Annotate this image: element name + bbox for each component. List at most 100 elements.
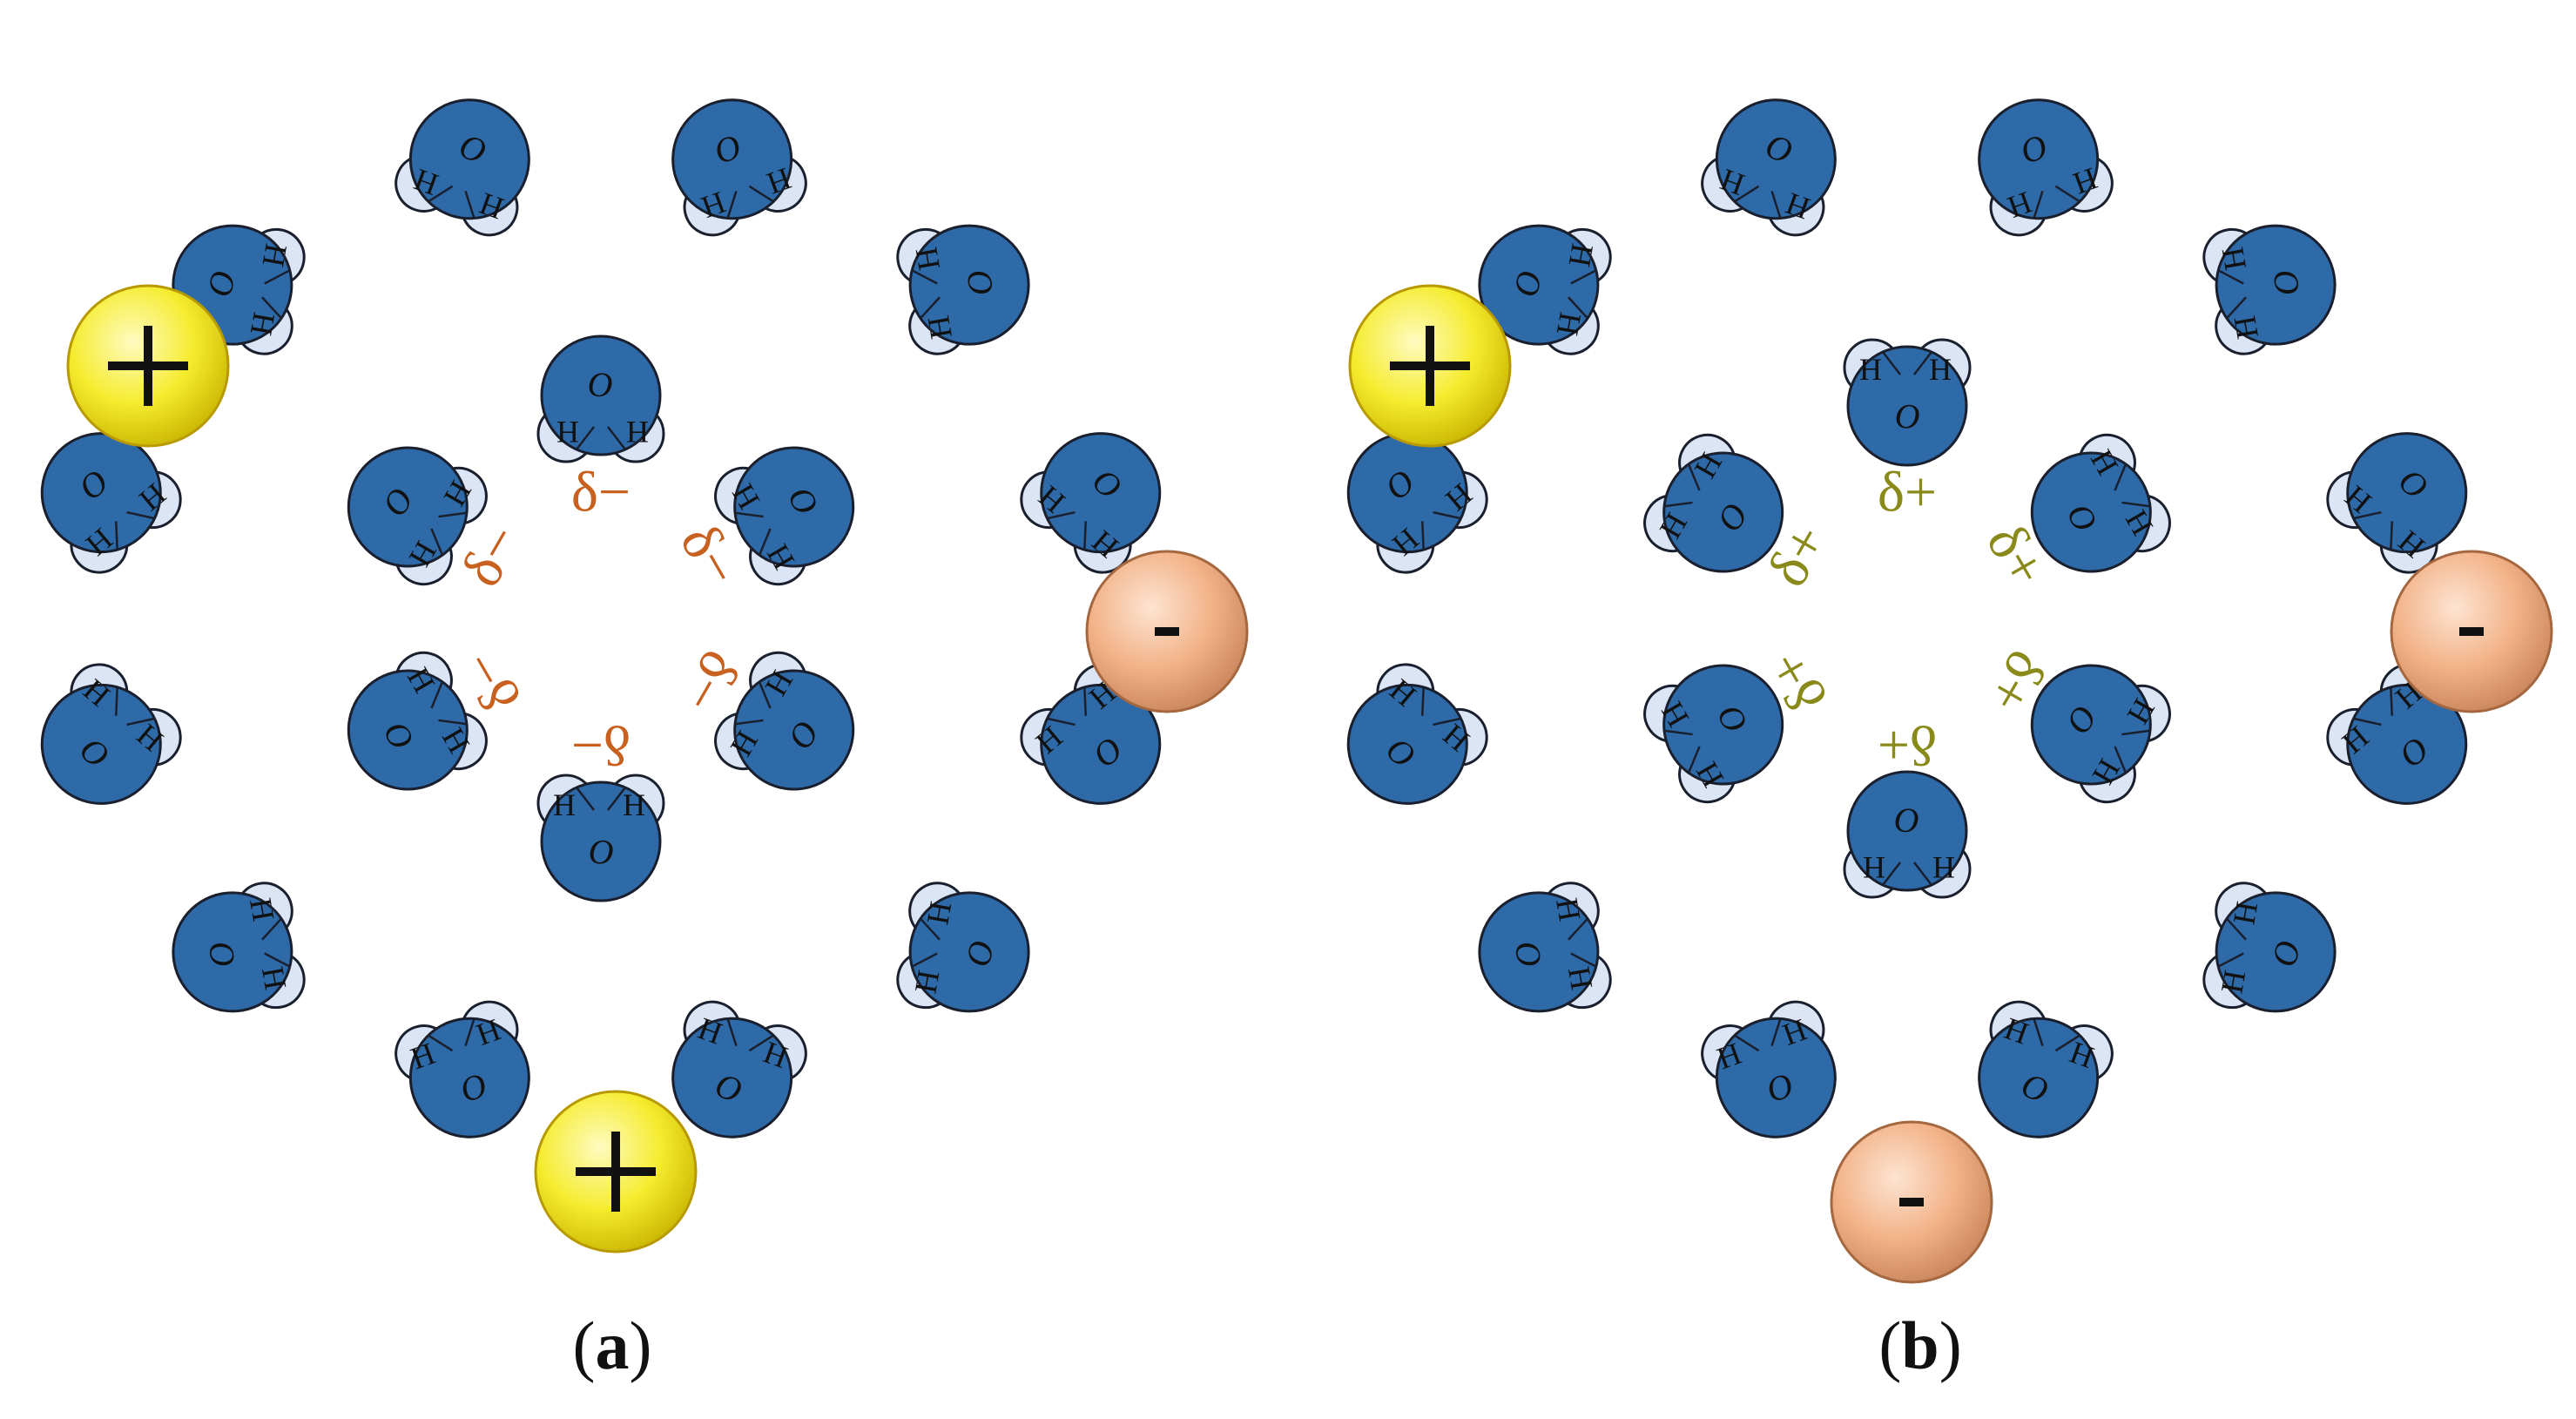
bond-line <box>2217 952 2244 968</box>
hydrogen-label: H <box>623 787 645 822</box>
outer-water-molecule: HHO <box>671 1000 807 1139</box>
bond-line <box>1433 510 1461 520</box>
minus-sign-icon <box>1155 627 1179 636</box>
oxygen-atom <box>540 334 662 456</box>
bond-line <box>1770 1018 1782 1047</box>
hydrogen-label: H <box>1859 352 1882 387</box>
outer-water-molecule: HHO <box>1478 224 1612 355</box>
partial-charge-label: δ− <box>571 461 631 524</box>
oxygen-atom <box>1715 98 1837 220</box>
oxygen-atom <box>1846 345 1968 467</box>
outer-water-molecule: HHO <box>1701 98 1837 237</box>
oxygen-atom <box>1846 770 1968 892</box>
bond-line <box>464 1018 475 1047</box>
hydrogen-label: H <box>1932 850 1955 885</box>
cation-ion <box>1348 284 1512 448</box>
bond-line <box>1047 717 1076 726</box>
bond-line <box>438 511 468 518</box>
bond-line <box>1083 521 1087 551</box>
plus-sign-icon <box>1426 326 1434 406</box>
outer-water-molecule: HHO <box>2202 224 2337 355</box>
oxygen-atom <box>2030 664 2152 786</box>
oxygen-atom <box>733 446 855 568</box>
caption-a-letter: a <box>595 1308 630 1383</box>
outer-water-molecule: HHO <box>1978 98 2114 237</box>
oxygen-atom <box>2215 224 2337 346</box>
bond-line <box>1421 686 1425 716</box>
minus-sign-icon <box>2459 627 2484 636</box>
inner-water-molecule: HHO <box>536 334 665 463</box>
bond-line <box>1687 746 1701 774</box>
bond-line <box>1047 510 1076 520</box>
oxygen-atom <box>671 98 793 220</box>
oxygen-label: O <box>589 366 614 405</box>
hydrogen-label: H <box>1863 850 1885 885</box>
inner-water-molecule: HHO <box>2030 433 2171 573</box>
oxygen-atom <box>2030 451 2152 573</box>
bond-line <box>430 681 444 709</box>
inner-water-molecule: HHO <box>1643 433 1784 573</box>
bond-line <box>1770 190 1782 219</box>
bond-line <box>126 510 155 520</box>
inner-water-molecule: HHO <box>347 651 488 791</box>
bond-line <box>438 719 468 726</box>
oxygen-atom <box>408 98 530 220</box>
oxygen-atom <box>1978 1017 2100 1139</box>
oxygen-atom <box>1040 432 1162 554</box>
outer-water-molecule: HHO <box>896 224 1030 355</box>
bond-line <box>464 190 475 219</box>
caption-b: (b) <box>1790 1307 2051 1385</box>
bond-line <box>1570 269 1597 285</box>
bond-line <box>115 521 118 551</box>
bond-line <box>2033 190 2044 219</box>
bond-line <box>1882 351 1901 375</box>
oxygen-atom <box>408 1017 530 1139</box>
oxygen-atom <box>40 683 162 805</box>
oxygen-atom <box>1346 432 1468 554</box>
caption-b-open: ( <box>1878 1308 1902 1383</box>
bond-line <box>2225 917 2247 941</box>
oxygen-atom <box>2346 432 2468 554</box>
outer-water-molecule: HHO <box>1478 882 1612 1013</box>
oxygen-atom <box>908 224 1030 346</box>
bond-line <box>1433 717 1461 726</box>
bond-line <box>428 185 454 203</box>
bond-line <box>1568 917 1589 941</box>
bond-line <box>1882 862 1901 886</box>
oxygen-atom <box>347 446 469 568</box>
bond-line <box>748 1034 774 1052</box>
bond-line <box>264 269 291 285</box>
anion-ion <box>1085 550 1249 713</box>
oxygen-atom <box>1715 1017 1837 1139</box>
bond-line <box>2114 746 2128 774</box>
bond-line <box>911 269 938 285</box>
bond-line <box>1734 1034 1760 1052</box>
bond-line <box>607 787 626 811</box>
bond-line <box>734 511 764 518</box>
caption-a-open: ( <box>572 1308 596 1383</box>
bond-line <box>430 528 444 556</box>
bond-line <box>2114 463 2128 491</box>
oxygen-atom <box>1478 891 1600 1013</box>
anion-ion <box>2390 550 2553 713</box>
oxygen-label: O <box>1895 801 1920 841</box>
bond-line <box>576 426 595 450</box>
bond-line <box>1083 686 1087 716</box>
oxygen-atom <box>172 891 293 1013</box>
caption-b-close: ) <box>1939 1308 1962 1383</box>
bond-line <box>734 719 764 726</box>
outer-water-molecule: HHO <box>1346 663 1488 805</box>
plus-sign-icon <box>144 326 152 406</box>
bond-line <box>428 1034 454 1052</box>
outer-water-molecule: HHO <box>2326 663 2468 805</box>
oxygen-atom <box>347 669 469 791</box>
bond-line <box>1663 729 1693 736</box>
inner-water-molecule: HHO <box>2030 664 2171 804</box>
oxygen-atom <box>1662 451 1784 573</box>
bond-line <box>264 952 291 968</box>
outer-water-molecule: HHO <box>671 98 807 237</box>
outer-water-molecule: HHO <box>40 663 182 805</box>
oxygen-atom <box>1662 664 1784 786</box>
